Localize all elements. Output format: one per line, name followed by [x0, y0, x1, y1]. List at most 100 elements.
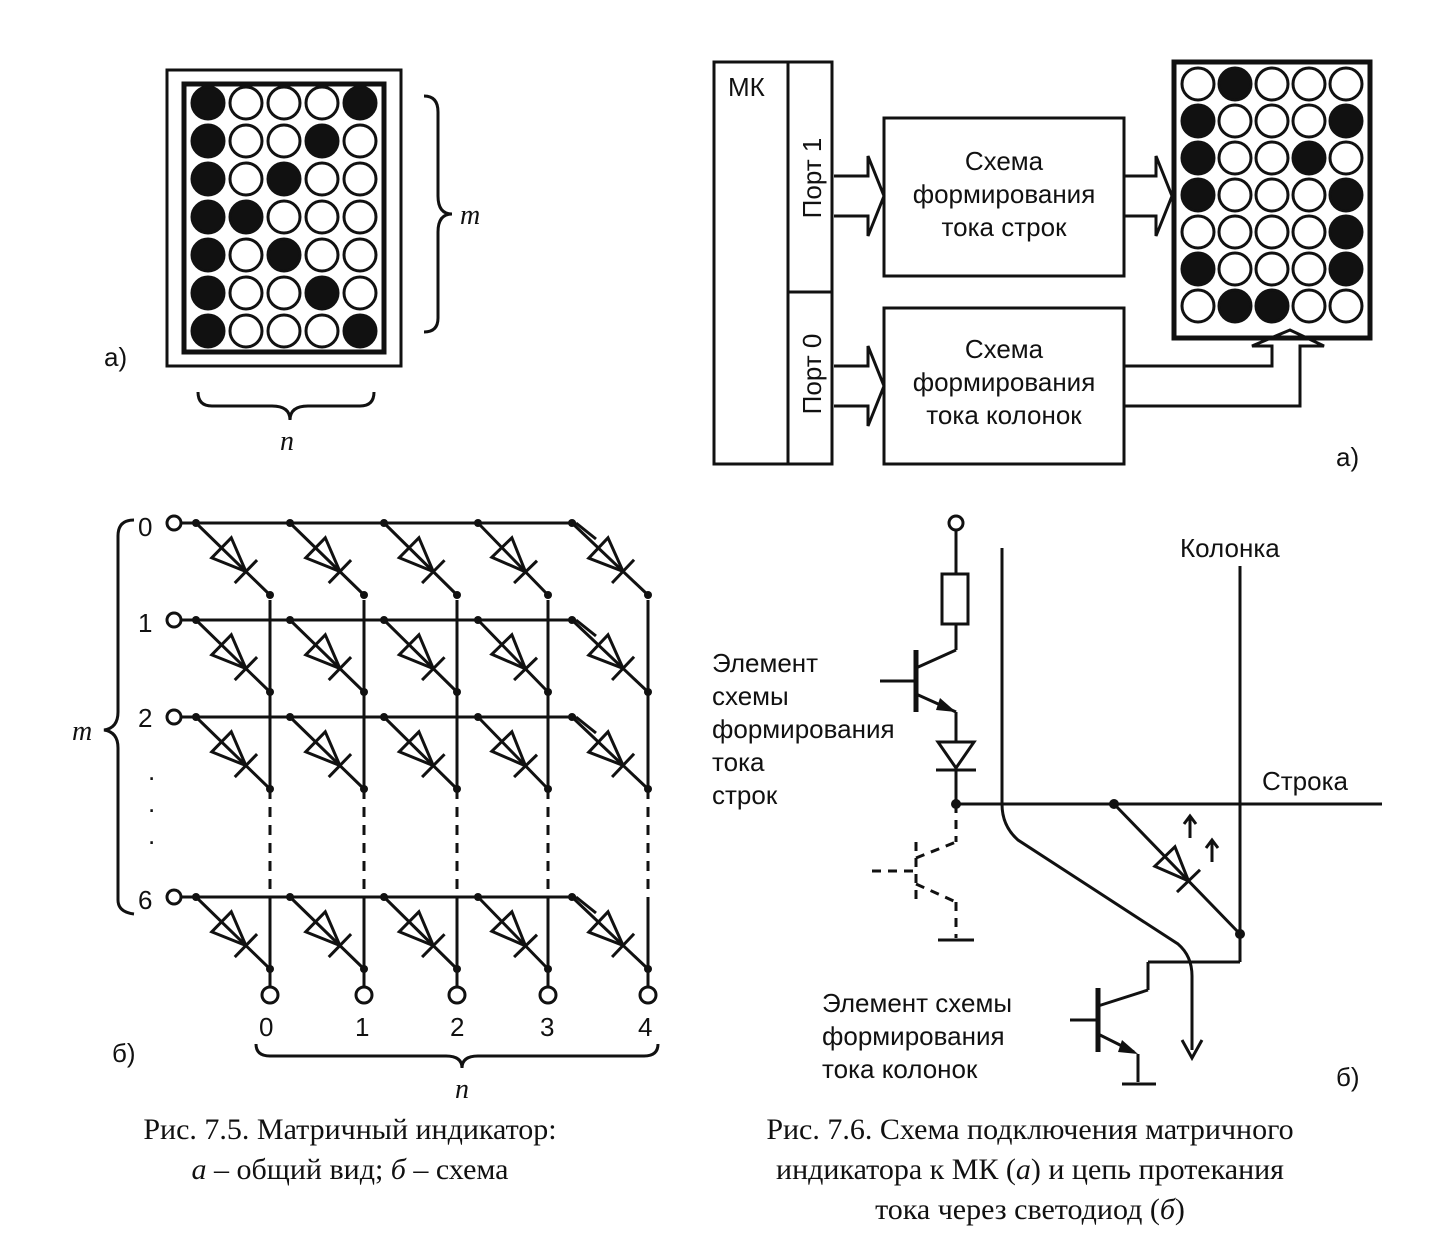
mk-label: МК — [728, 72, 765, 102]
lit-dot — [266, 237, 302, 273]
column-terminal — [538, 985, 558, 1005]
unlit-dot — [266, 85, 302, 121]
unlit-dot — [228, 237, 264, 273]
unlit-dot — [1291, 288, 1327, 324]
lit-dot — [1291, 140, 1327, 176]
unlit-dot — [1291, 177, 1327, 213]
emitter-arrow — [936, 698, 956, 712]
bus-arrow-port1 — [834, 155, 886, 237]
caption-7-5-line2: а – общий вид; б – схема — [191, 1153, 509, 1186]
bus-arrow-port0 — [834, 345, 886, 427]
column-label-0: 0 — [259, 1012, 273, 1042]
unlit-dot — [228, 161, 264, 197]
port0-label: Порт 0 — [797, 334, 827, 415]
row-element-line2: схемы — [712, 681, 789, 711]
unlit-dot — [304, 161, 340, 197]
mk-block — [712, 60, 834, 466]
unlit-dot — [1254, 140, 1290, 176]
unlit-dot — [1328, 288, 1364, 324]
m-brace-schematic — [103, 518, 135, 916]
caption-7-6-line1: Рис. 7.6. Схема подключения матричного — [766, 1113, 1294, 1146]
supply-terminal — [947, 514, 965, 532]
panel-a-label-7-6: а) — [1336, 442, 1359, 472]
column-label-4: 4 — [638, 1012, 652, 1042]
row-label-0: 0 — [138, 512, 152, 542]
caption-7-6-line3: тока через светодиод (б) — [875, 1193, 1185, 1226]
row-label-1: 1 — [138, 608, 152, 638]
lit-dot — [190, 161, 226, 197]
unlit-dot — [1254, 177, 1290, 213]
lit-dot — [190, 199, 226, 235]
indicator-inner-frame — [181, 81, 387, 355]
unlit-dot — [342, 275, 378, 311]
row-block-line2: формирования — [913, 179, 1096, 209]
caption-7-5-line1: Рис. 7.5. Матричный индикатор: — [143, 1113, 557, 1146]
col-element-line1: Элемент схемы — [822, 988, 1012, 1018]
panel-b-label: б) — [112, 1038, 136, 1068]
unlit-dot — [304, 237, 340, 273]
lit-dot — [228, 199, 264, 235]
row-terminal — [165, 514, 183, 532]
lit-dot — [1217, 288, 1253, 324]
unlit-dot — [304, 313, 340, 349]
lit-dot — [266, 161, 302, 197]
column-line-label: Колонка — [1180, 533, 1280, 563]
lit-dot — [304, 275, 340, 311]
unlit-dot — [1291, 66, 1327, 102]
lit-dot — [1328, 103, 1364, 139]
column-label-2: 2 — [450, 1012, 464, 1042]
col-block-line3: тока колонок — [926, 400, 1082, 430]
lit-dot — [1180, 251, 1216, 287]
indicator-dot-grid — [190, 85, 378, 349]
col-element-line2: формирования — [822, 1021, 1005, 1051]
unlit-dot — [1217, 177, 1253, 213]
column-terminal — [638, 985, 658, 1005]
unlit-dot — [1291, 103, 1327, 139]
unlit-dot — [1217, 103, 1253, 139]
m-brace — [423, 94, 453, 334]
unlit-dot — [266, 275, 302, 311]
row-element-line5: строк — [712, 780, 778, 810]
unlit-dot — [266, 313, 302, 349]
n-label-schematic: n — [455, 1074, 469, 1105]
unlit-dot — [1180, 214, 1216, 250]
unlit-dot — [342, 237, 378, 273]
light-arrow-1 — [1182, 813, 1198, 838]
row-ellipsis-1: . — [148, 756, 155, 786]
row-terminal — [165, 611, 183, 629]
unlit-dot — [304, 199, 340, 235]
unlit-dot — [228, 313, 264, 349]
port1-label: Порт 1 — [797, 138, 827, 219]
unlit-dot — [1180, 288, 1216, 324]
unlit-dot — [1217, 140, 1253, 176]
lit-dot — [342, 313, 378, 349]
row-element-line4: тока — [712, 747, 765, 777]
row-line-label: Строка — [1262, 766, 1349, 796]
n-brace — [196, 391, 376, 421]
unlit-dot — [304, 85, 340, 121]
row-block-line3: тока строк — [942, 212, 1068, 242]
column-terminal — [354, 985, 374, 1005]
unlit-dot — [228, 275, 264, 311]
unlit-dot — [1180, 66, 1216, 102]
lit-dot — [342, 85, 378, 121]
lit-dot — [304, 123, 340, 159]
unlit-dot — [1291, 214, 1327, 250]
unlit-dot — [228, 123, 264, 159]
indicator-block-dots — [1180, 66, 1364, 324]
diode-matrix — [165, 514, 658, 1005]
col-element-line3: тока колонок — [822, 1054, 978, 1084]
unlit-dot — [266, 123, 302, 159]
lit-dot — [1180, 177, 1216, 213]
unlit-dot — [1254, 103, 1290, 139]
m-label: m — [460, 200, 480, 231]
unlit-dot — [1254, 66, 1290, 102]
lit-dot — [190, 237, 226, 273]
unlit-dot — [266, 199, 302, 235]
col-block-line2: формирования — [913, 367, 1096, 397]
lit-dot — [1180, 140, 1216, 176]
lit-dot — [1328, 251, 1364, 287]
row-ellipsis-2: . — [148, 788, 155, 818]
current-path-schematic: Строка Колонка Элемент схемы формировани… — [712, 514, 1382, 1092]
lit-dot — [190, 275, 226, 311]
